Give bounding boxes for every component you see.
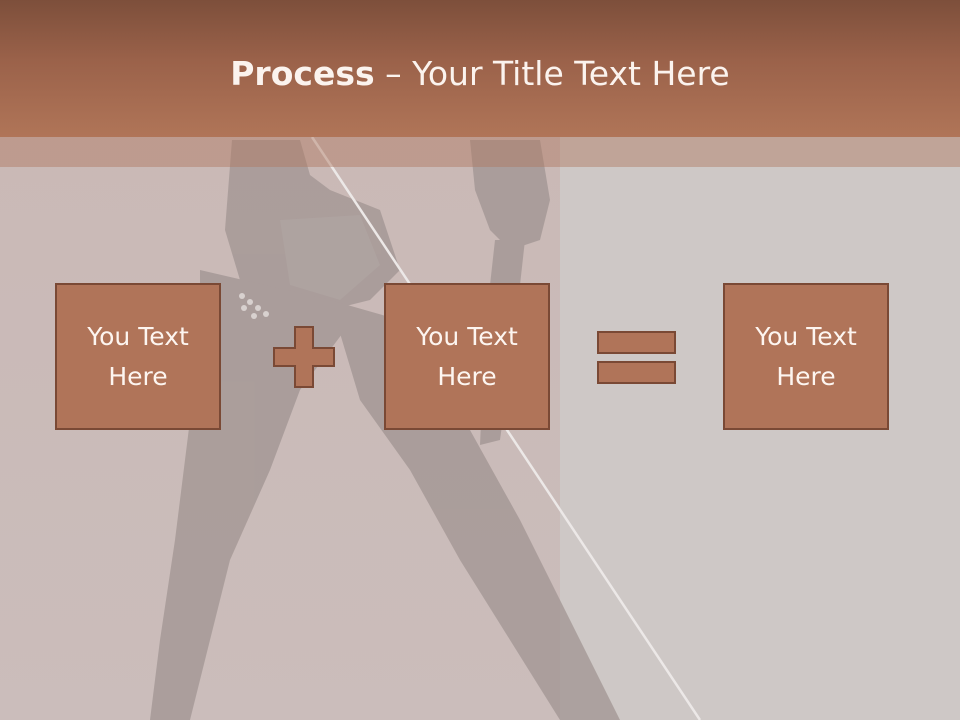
title-bar [0,0,960,137]
process-box-1[interactable]: You Text Here [55,283,221,430]
process-box-2[interactable]: You Text Here [384,283,550,430]
title-bold: Process [230,54,375,93]
process-box-2-label: You Text Here [416,321,518,391]
process-box-3-label: You Text Here [755,321,857,391]
plus-icon [273,326,335,388]
slide-title: Process – Your Title Text Here [0,52,960,96]
title-rest: – Your Title Text Here [374,54,730,93]
title-strip [0,137,960,167]
equals-icon [597,331,676,384]
process-box-3[interactable]: You Text Here [723,283,889,430]
process-box-1-label: You Text Here [87,321,189,391]
